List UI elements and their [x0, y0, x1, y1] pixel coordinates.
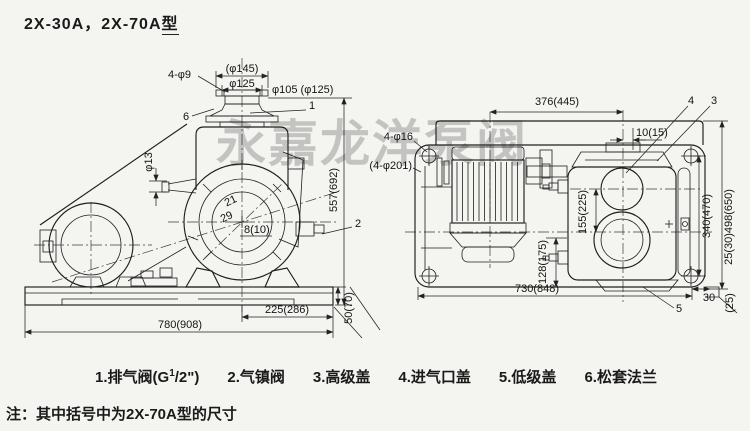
pump-casing-side [161, 126, 325, 288]
mounting-hole [419, 146, 439, 166]
exhaust-flange-stack [205, 89, 279, 128]
base-plate-side [24, 267, 334, 306]
callout-3: 3 [711, 95, 717, 107]
legend-item-3: 3.高级盖 [312, 369, 371, 386]
right-view: 376(445) 10(15) 4 3 4-φ16 (4-φ201) 155(2… [369, 95, 738, 315]
side-plug [542, 179, 569, 194]
title-suffix: 型 [161, 16, 179, 35]
footnote: 注：其中括号中为2X-70A型的尺寸 [6, 406, 237, 423]
callout-2: 2 [355, 218, 361, 230]
dim-557-692: 557(692) [328, 168, 340, 212]
dim-730-848: 730(848) [515, 283, 559, 295]
motor-fins [456, 162, 518, 221]
legend-row: 1.排气阀(G1/2") 2.气镇阀 3.高级盖 4.进气口盖 5.低级盖 6.… [95, 366, 657, 387]
dim-angle-29: 29 [219, 209, 235, 225]
legend-item-2: 2.气镇阀 [227, 369, 285, 386]
dimensions-right: 376(445) 10(15) 4 3 4-φ16 (4-φ201) 155(2… [369, 95, 736, 315]
dim-angle-21: 21 [223, 193, 239, 209]
dim-128-175: 128(175) [537, 240, 549, 284]
belt-guard [39, 123, 188, 282]
dimensions-left: (φ145) φ125 4-φ9 φ105 (φ125) 6 1 φ13 [24, 63, 381, 339]
motor-side [39, 202, 134, 288]
dim-780-908: 780(908) [158, 319, 202, 331]
page-title: 2X-30A，2X-70A型 [24, 10, 179, 35]
dim-phi145: (φ145) [226, 63, 259, 75]
dim-4xphi201: (4-φ201) [369, 160, 412, 172]
legend-item-1: 1.排气阀(G1/2") [95, 368, 200, 386]
dim-phi125: φ125 [229, 78, 255, 90]
watermark-text: 永嘉龙洋泵阀 [216, 116, 528, 172]
dim-4xphi16: 4-φ16 [384, 131, 413, 143]
dim-30: 30 [703, 292, 715, 304]
left-view: (φ145) φ125 4-φ9 φ105 (φ125) 6 1 φ13 [24, 58, 381, 339]
coupling [526, 149, 568, 189]
dim-phi13: φ13 [143, 152, 155, 171]
mounting-hole [419, 266, 439, 286]
dim-498-650: 25(30)498(650) [723, 189, 735, 265]
callout-6: 6 [183, 111, 189, 123]
pump-plan [542, 142, 691, 292]
dim-8-10: 8(10) [244, 224, 270, 236]
dim-phi105: φ105 (φ125) [272, 84, 333, 96]
callout-5: 5 [676, 303, 682, 315]
callout-1: 1 [309, 100, 315, 112]
dim-225-286: 225(286) [265, 304, 309, 316]
dim-4xphi9: 4-φ9 [168, 69, 191, 81]
base-plate-plan [414, 120, 738, 314]
legend-item-1-sup: 1 [169, 368, 175, 379]
motor-plan [449, 146, 568, 263]
title-main: 2X-30A，2X-70A [24, 16, 162, 33]
dim-340-470: 340(470) [701, 194, 713, 238]
dim-50-70: 50(70) [343, 292, 355, 324]
dim-155-225: 155(225) [577, 190, 589, 234]
legend-item-5: 5.低级盖 [498, 369, 557, 386]
dim-25: (25) [724, 293, 736, 313]
dim-376-445: 376(445) [535, 96, 579, 108]
legend-item-6: 6.松套法兰 [584, 369, 657, 386]
legend-item-4: 4.进气口盖 [398, 369, 471, 386]
callout-4: 4 [688, 95, 694, 107]
